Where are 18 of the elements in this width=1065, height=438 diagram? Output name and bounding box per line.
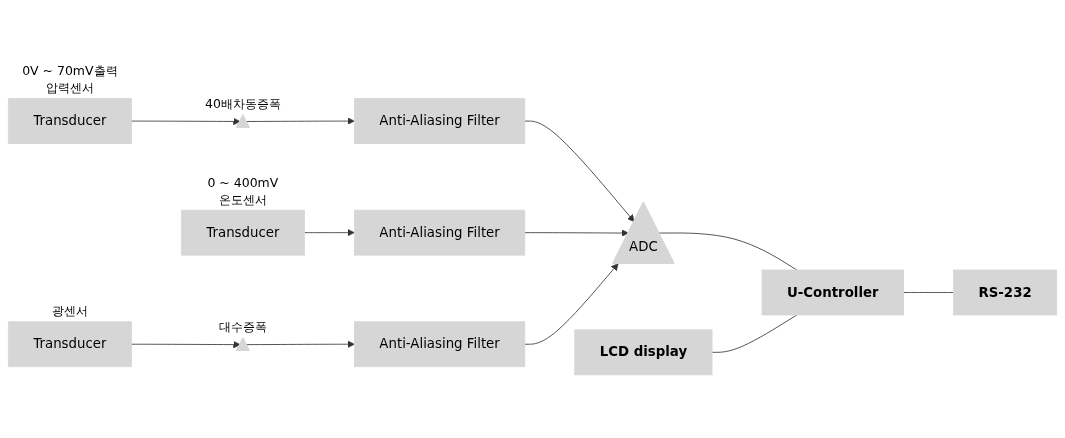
node-box: Transducer [7, 321, 132, 368]
node-box: Transducer [7, 98, 132, 144]
annotation-text: 0V ~ 70mV출력 [22, 63, 118, 79]
node-box: Transducer [180, 209, 305, 256]
annotation-text: 온도센서 [218, 191, 267, 207]
annotation-text: 40배차동증폭 [204, 96, 281, 112]
node-box: RS-232 [953, 269, 1058, 316]
node-box: LCD display [574, 329, 713, 376]
annotation-text: 대수증폭 [218, 319, 267, 335]
node-box: U-Controller [761, 269, 904, 316]
node-box: Anti-Aliasing Filter [353, 98, 526, 144]
annotation-text: 압력센서 [45, 79, 94, 95]
node-box: Anti-Aliasing Filter [353, 209, 526, 256]
node-box: Anti-Aliasing Filter [353, 321, 526, 368]
connector [711, 314, 798, 353]
annotation-text: 0 ~ 400mV [207, 174, 279, 190]
connector [903, 292, 954, 293]
annotation-text: 광센서 [51, 303, 88, 318]
